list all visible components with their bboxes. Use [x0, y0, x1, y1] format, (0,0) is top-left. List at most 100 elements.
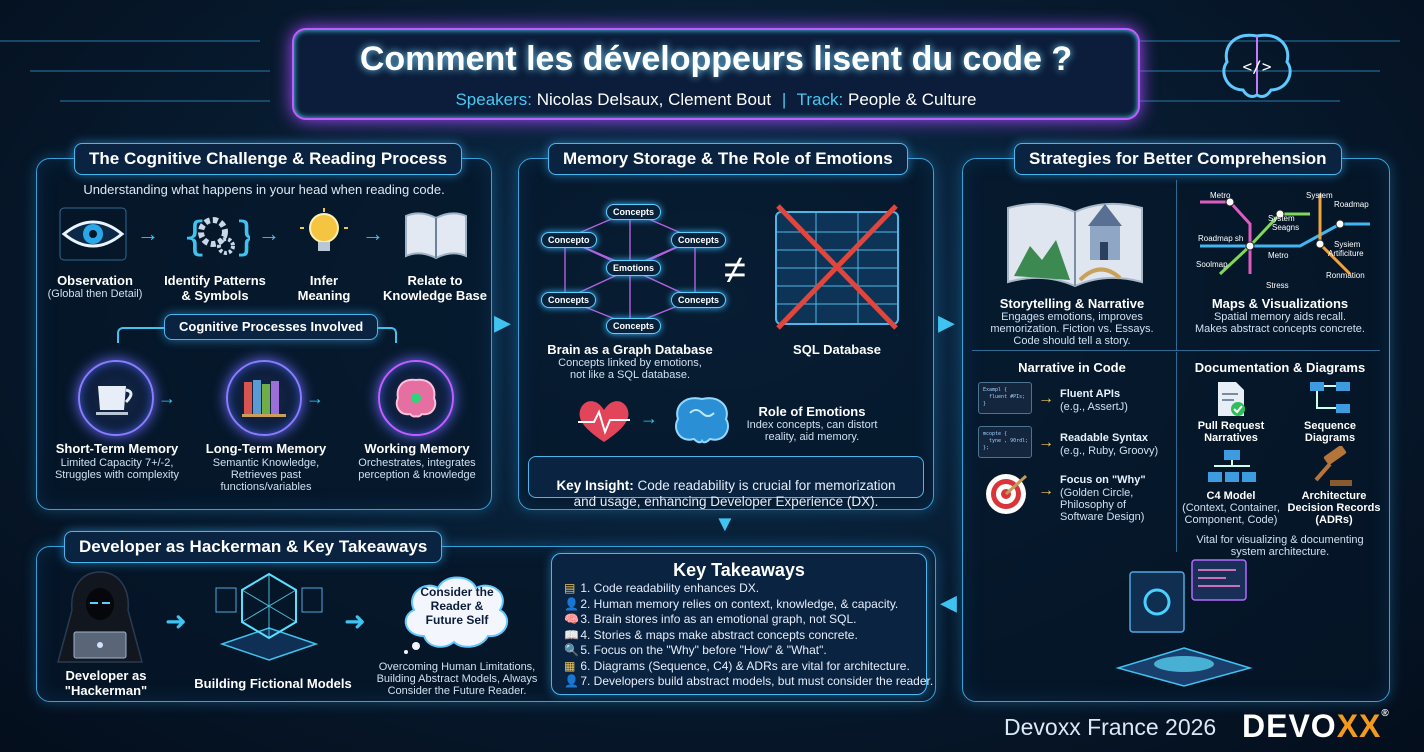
takeaways-title: Key Takeaways [673, 560, 805, 580]
graph-node: Concepts [671, 292, 727, 308]
c4-model-icon [1208, 450, 1256, 482]
narrative-title: Narrative in Code [1018, 360, 1126, 375]
fictional-models-label: Building Fictional Models [194, 676, 352, 691]
readable-syntax-sub: (e.g., Ruby, Groovy) [1060, 445, 1159, 457]
graph-node: Emotions [606, 260, 662, 276]
speakers-label: Speakers: [455, 90, 533, 109]
key-insight-text: Code readability is crucial for memoriza… [573, 478, 896, 509]
gears-icon: { } [182, 214, 250, 260]
speakers: Nicolas Delsaux, Clement Bout [536, 90, 772, 109]
fluent-apis-sub: (e.g., AssertJ) [1060, 401, 1128, 413]
working-memory-circle [378, 360, 454, 436]
sql-label: SQL Database [793, 342, 881, 357]
key-insight-bold: Key Insight: [556, 478, 634, 493]
brain-code-icon: </> [1222, 33, 1292, 98]
document-check-icon [1218, 382, 1245, 416]
key-insight-box: Key Insight: Code readability is crucial… [528, 456, 924, 509]
c4-model-label: C4 Model [1206, 490, 1256, 502]
coffee-cup-icon [96, 386, 133, 415]
short-term-label: Short-Term Memory [55, 441, 179, 456]
takeaway-item: ▦ 6. Diagrams (Sequence, C4) & ADRs are … [564, 659, 910, 673]
storytelling-sub: Engages emotions, improves memorization.… [990, 311, 1154, 347]
thought-cloud-icon [404, 576, 509, 654]
readable-code-snippet: mcopte { tyne , 90rdl; }; [978, 426, 1032, 458]
graph-node: Concepts [671, 232, 727, 248]
cognitive-subtitle: Understanding what happens in your head … [83, 182, 445, 197]
graph-node: Concepts [606, 204, 662, 220]
sequence-diagram-icon [1310, 382, 1350, 413]
working-memory-sub: Orchestrates, integrates perception & kn… [358, 457, 476, 481]
blue-brain-icon [675, 397, 729, 444]
sequence-diagrams-label: Sequence Diagrams [1304, 420, 1356, 444]
brain-icon [395, 378, 437, 418]
c4-model-sub: (Context, Container, Component, Code) [1182, 502, 1280, 526]
devoxx-logo: DEVOXX® [1242, 708, 1390, 744]
fluent-code-snippet: Exampl { fluent #PIs; } [978, 382, 1032, 414]
heart-icon [578, 401, 630, 442]
map-word: Stress [1266, 281, 1289, 290]
long-term-sub: Semantic Knowledge, Retrieves past funct… [212, 457, 320, 493]
emotions-label: Role of Emotions [758, 404, 866, 419]
track: People & Culture [847, 90, 977, 109]
maps-label: Maps & Visualizations [1211, 296, 1349, 311]
maps-sub: Spatial memory aids recall. Makes abstra… [1195, 311, 1365, 335]
speakers-line: Speakers: Nicolas Delsaux, Clement Bout … [455, 90, 977, 109]
takeaway-item: 👤 2. Human memory relies on context, kno… [564, 597, 899, 611]
eye-icon [59, 207, 127, 261]
svg-text:</>: </> [1243, 57, 1272, 76]
map-word: Sysiem [1334, 240, 1361, 249]
metro-map [1200, 194, 1370, 276]
long-term-label: Long-Term Memory [205, 441, 327, 456]
graph-node: Concepts [541, 292, 597, 308]
map-word: Metro [1268, 251, 1289, 260]
svg-text:}: } [234, 214, 250, 260]
step-observation-sub: (Global then Detail) [47, 288, 143, 300]
map-word: Soolmap [1196, 260, 1228, 269]
takeaway-item: 👤 7. Developers build abstract models, b… [564, 674, 934, 688]
not-equal-symbol: ≠ [724, 248, 746, 292]
books-icon [242, 380, 286, 417]
takeaway-item: 📖 4. Stories & maps make abstract concep… [564, 628, 858, 642]
hooded-developer-icon [57, 571, 143, 663]
takeaway-item: 🔍 5. Focus on the "Why" before "How" & "… [564, 643, 827, 657]
step-infer-label: Infer Meaning [297, 273, 351, 303]
takeaway-item: ▤ 1. Code readability enhances DX. [564, 581, 760, 595]
book-icon [405, 212, 467, 260]
graph-node: Concepto [541, 232, 597, 248]
pr-narratives-label: Pull Request Narratives [1197, 420, 1265, 444]
takeaway-item: 🧠 3. Brain stores info as an emotional g… [564, 612, 857, 626]
cloud-sub: Overcoming Human Limitations, Building A… [376, 661, 538, 697]
map-word: System [1306, 191, 1333, 200]
sql-database-icon [775, 204, 899, 330]
readable-syntax-label: Readable Syntax [1060, 432, 1149, 444]
takeaways-box: Key Takeaways ▤ 1. Code readability enha… [551, 553, 933, 695]
docs-footer: Vital for visualizing & documenting syst… [1196, 534, 1364, 558]
gavel-icon [1314, 446, 1352, 486]
focus-why-sub: (Golden Circle, Philosophy of Software D… [1060, 487, 1145, 523]
memory-title: Memory Storage & The Role of Emotions [548, 143, 908, 175]
brain-graph-sub: Concepts linked by emotions, not like a … [558, 357, 702, 381]
map-word: Roadmap sh [1198, 234, 1244, 243]
step-patterns-label: Identify Patterns & Symbols [164, 273, 266, 303]
short-term-sub: Limited Capacity 7+/-2, Struggles with c… [54, 457, 180, 481]
developer-label: Developer as "Hackerman" [64, 668, 148, 698]
map-word: Artificiture [1328, 249, 1364, 258]
strategies-title: Strategies for Better Comprehension [1014, 143, 1342, 175]
map-word: System [1268, 214, 1295, 223]
working-memory-label: Working Memory [364, 441, 470, 456]
page-title: Comment les développeurs lisent du code … [359, 40, 1073, 78]
emotions-sub: Index concepts, can distort reality, aid… [746, 419, 878, 443]
isometric-computer-icon [1115, 559, 1253, 687]
step-relate-label: Relate to Knowledge Base [382, 273, 488, 303]
map-word: Seagns [1272, 223, 1300, 232]
brain-graph-label: Brain as a Graph Database [547, 342, 713, 357]
storybook-icon [1007, 202, 1143, 288]
map-word: Ronmation [1326, 271, 1365, 280]
fluent-apis-label: Fluent APIs [1060, 388, 1121, 400]
hacker-title: Developer as Hackerman & Key Takeaways [64, 531, 443, 563]
track-label: Track: [796, 90, 844, 109]
target-icon [986, 474, 1028, 514]
cloud-text: Consider the Reader & Future Self [420, 585, 494, 627]
processes-title: Cognitive Processes Involved [164, 314, 379, 340]
svg-text:{: { [182, 214, 207, 260]
